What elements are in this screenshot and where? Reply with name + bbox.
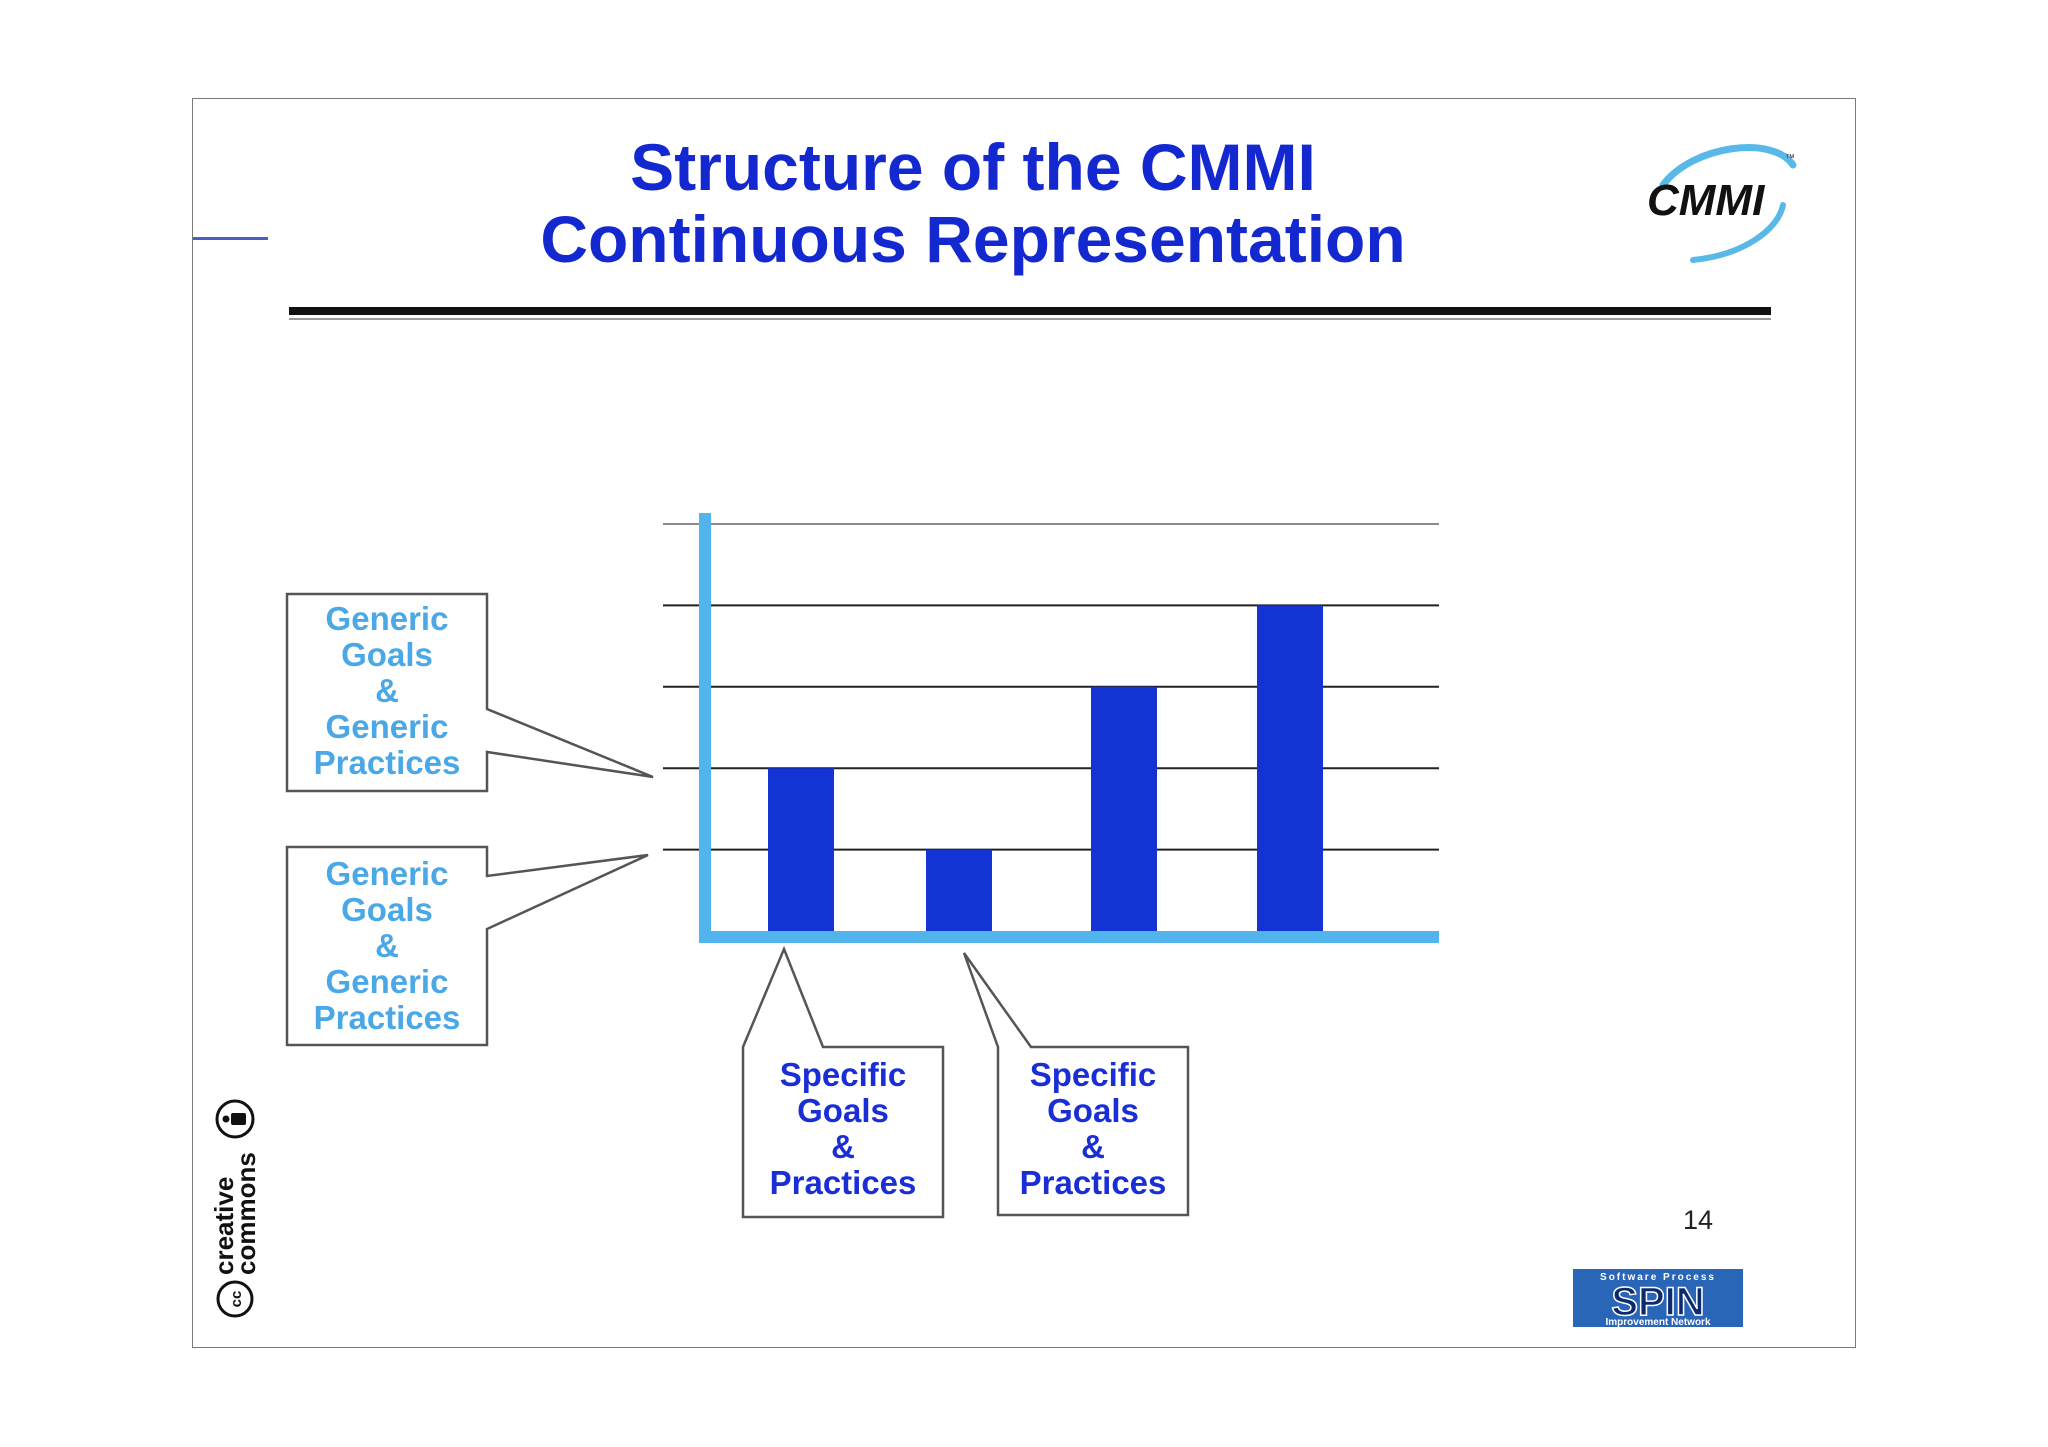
callout-line: Specific — [779, 1056, 907, 1093]
cc-attribution-head — [222, 1115, 230, 1123]
spin-logo-bg — [1573, 1269, 1743, 1327]
callout-line: Generic — [325, 963, 449, 1000]
spin-bottom-text: Improvement Network — [1605, 1317, 1710, 1327]
slide-title: Structure of the CMMI Continuous Represe… — [373, 131, 1573, 275]
callout-line: Goals — [341, 891, 433, 928]
capability-bar — [926, 849, 992, 931]
callout-specific-right: Specific Goals & Practices — [998, 1057, 1188, 1201]
callout-line: Goals — [341, 636, 433, 673]
callout-line: & — [375, 672, 399, 709]
cc-line-2: commons — [231, 1152, 261, 1275]
callout-line: Generic — [325, 855, 449, 892]
callout-line: & — [831, 1128, 855, 1165]
callout-line: Practices — [1019, 1164, 1167, 1201]
callout-specific-left-box — [741, 945, 945, 1219]
logo-text: CMMI — [1647, 176, 1765, 225]
callout-specific-left: Specific Goals & Practices — [743, 1057, 943, 1201]
cc-line-1: creative — [209, 1177, 239, 1275]
bars — [768, 605, 1323, 931]
page-number: 14 — [1683, 1205, 1714, 1235]
callout-upper-generic-box — [285, 592, 654, 793]
capability-bar — [1091, 686, 1157, 931]
callout-upper-generic: Generic Goals & Generic Practices — [287, 601, 487, 781]
cc-badge-text: cc — [228, 1291, 245, 1308]
capability-diagram — [285, 513, 1439, 1219]
cc-badge-circle — [216, 1280, 254, 1318]
title-rule — [289, 307, 1771, 315]
callout-lower-generic: Generic Goals & Generic Practices — [287, 856, 487, 1036]
logo-tm: ™ — [1785, 153, 1795, 164]
capability-bar — [1257, 605, 1323, 931]
callout-lower-generic-box — [285, 845, 649, 1047]
callout-line: Practices — [313, 744, 461, 781]
callout-line: Practices — [313, 999, 461, 1036]
slide: Structure of the CMMI Continuous Represe… — [192, 98, 1856, 1348]
left-tick-mark — [193, 237, 268, 240]
callout-line: Practices — [769, 1164, 917, 1201]
spin-top-text: Software Process — [1600, 1272, 1716, 1283]
cc-attribution-body — [231, 1113, 246, 1125]
spin-logo: Software Process SPIN Improvement Networ… — [1573, 1269, 1743, 1327]
cmmi-logo: CMMI ™ — [1647, 144, 1797, 263]
callout-line: Generic — [325, 708, 449, 745]
callout-line: Goals — [1047, 1092, 1139, 1129]
y-axis — [699, 513, 711, 941]
capability-bar — [768, 768, 834, 931]
callout-specific-right-box — [962, 952, 1190, 1217]
logo-swoosh-bottom — [1690, 202, 1786, 263]
title-rule-shadow — [289, 318, 1771, 320]
title-line-2: Continuous Representation — [540, 202, 1406, 276]
callout-line: & — [1081, 1128, 1105, 1165]
title-line-1: Structure of the CMMI — [630, 130, 1316, 204]
x-axis — [699, 931, 1439, 943]
callout-line: Goals — [797, 1092, 889, 1129]
callout-line: Generic — [325, 600, 449, 637]
spin-main-text: SPIN — [1611, 1280, 1704, 1324]
creative-commons-logo: cc creative commons — [209, 1099, 261, 1318]
callout-line: & — [375, 927, 399, 964]
logo-swoosh-top — [1659, 144, 1797, 189]
callout-line: Specific — [1029, 1056, 1157, 1093]
